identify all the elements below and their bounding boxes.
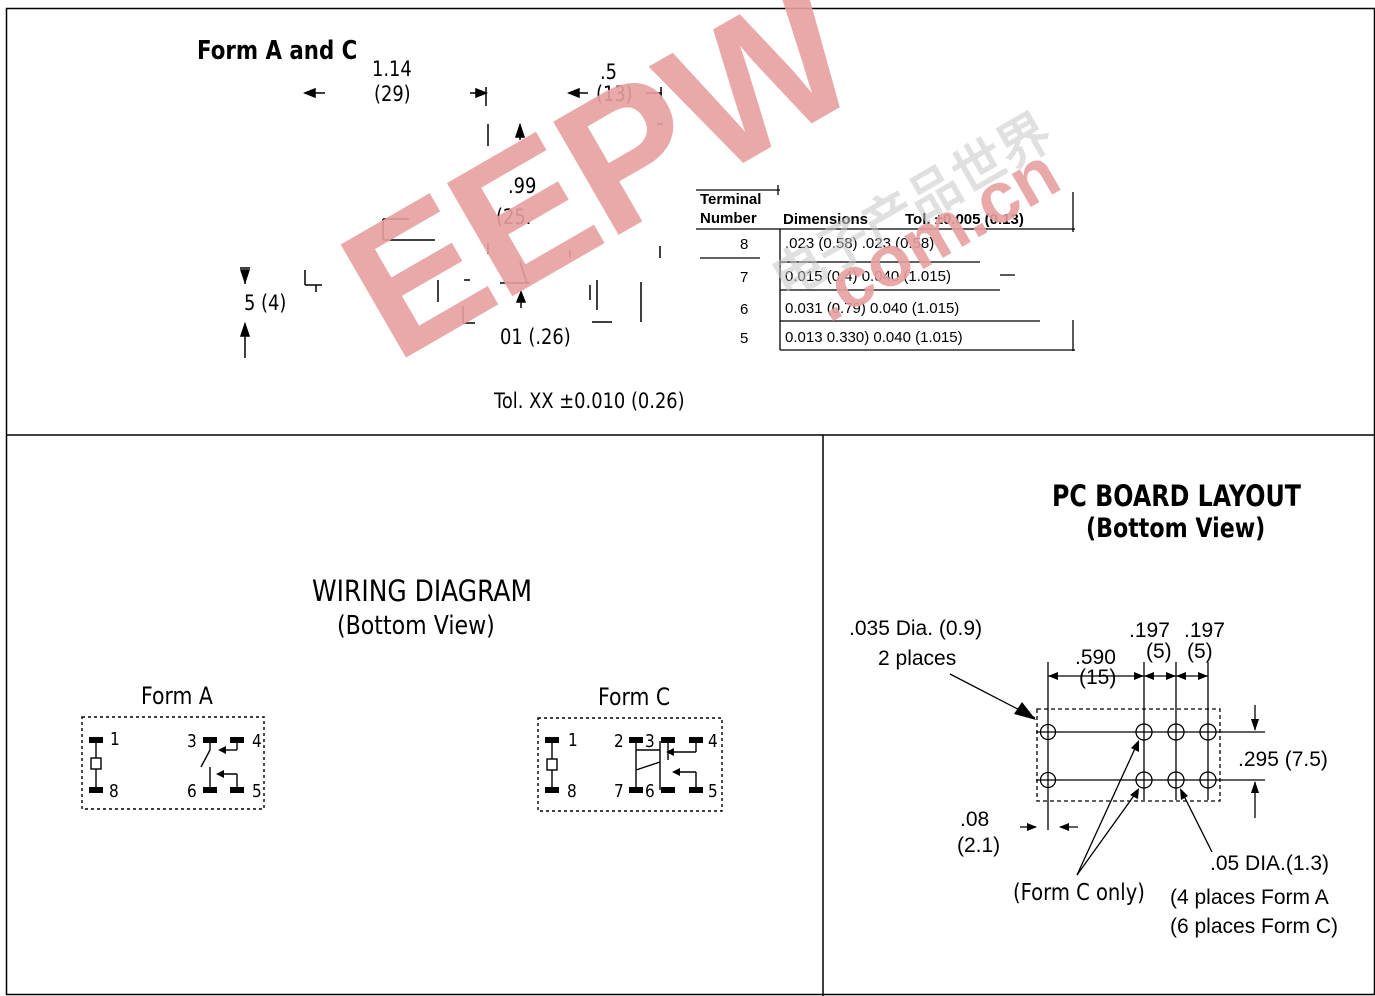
pcb-hole — [1039, 771, 1057, 789]
pcb-subtitle: (Bottom View) — [1086, 513, 1266, 544]
pin-label: 3 — [187, 731, 197, 752]
pin-pad — [629, 787, 643, 793]
pin-label: 4 — [252, 731, 262, 752]
dim-590-mm-label: (15) — [1079, 666, 1117, 689]
dim-length-mm-label: (29) — [374, 82, 411, 106]
dim-pin-label: 5 (4) — [244, 291, 287, 315]
form-a-label: Form A — [141, 682, 213, 710]
pin-pad — [203, 737, 217, 743]
pin-pad — [689, 787, 703, 793]
table-header-number: Number — [700, 210, 757, 227]
dim-08-label: .08 — [960, 808, 990, 831]
pin-pad — [545, 737, 559, 743]
pin-label: 8 — [109, 781, 119, 802]
form-a-and-c-title: Form A and C — [197, 36, 358, 66]
table-row-dims: 0.013 0.330) 0.040 (1.015) — [785, 329, 963, 346]
pin-pad — [661, 737, 675, 743]
large-hole-form-c: (6 places Form C) — [1170, 915, 1339, 938]
dim-length-label: 1.14 — [372, 57, 412, 81]
large-hole-form-a: (4 places Form A — [1170, 886, 1329, 909]
small-hole-qty: 2 places — [878, 647, 957, 670]
pin-pad — [545, 787, 559, 793]
dim-197b-mm-label: (5) — [1187, 640, 1213, 663]
table-row-dims: 0.031 (0.79) 0.040 (1.015) — [785, 300, 960, 317]
pcb-hole — [1135, 723, 1153, 741]
dim-295-label: .295 (7.5) — [1238, 748, 1328, 771]
pin-label: 4 — [708, 731, 718, 752]
table-header-terminal: Terminal — [700, 191, 762, 208]
wiring-title: WIRING DIAGRAM — [312, 574, 533, 608]
pin-pad — [89, 787, 103, 793]
coil-symbol — [90, 757, 102, 770]
table-header-tolerance: Tol. ±0.005 (0.13) — [905, 211, 1024, 228]
pin-pad — [689, 737, 703, 743]
table-row-num: 6 — [740, 301, 749, 318]
relay-footprint-outline — [1036, 708, 1221, 802]
table-header-dimensions: Dimensions — [783, 211, 869, 228]
form-c-label: Form C — [598, 683, 671, 711]
pin-pad — [230, 737, 244, 743]
form-c-only-label: (Form C only) — [1013, 880, 1145, 906]
pin-pad — [203, 787, 217, 793]
form-a-outline — [81, 716, 265, 810]
tolerance-label: Tol. XX ±0.010 (0.26) — [494, 389, 685, 413]
wiring-subtitle: (Bottom View) — [337, 611, 495, 641]
pcb-hole — [1039, 723, 1057, 741]
pcb-hole — [1199, 771, 1217, 789]
pin-label: 2 — [614, 731, 624, 752]
dim-thickness-label: 01 (.26) — [500, 325, 571, 349]
pin-label: 6 — [187, 781, 197, 802]
pin-label: 7 — [614, 781, 624, 802]
pin-label: 8 — [567, 781, 577, 802]
table-row-num: 8 — [740, 236, 749, 253]
pcb-hole — [1135, 771, 1153, 789]
table-row-dims: 0.015 (0.4) 0.040 (1.015) — [785, 268, 951, 285]
dim-height-mm-label: (25. — [496, 205, 532, 229]
pin-pad — [629, 737, 643, 743]
pin-pad — [230, 787, 244, 793]
pcb-title: PC BOARD LAYOUT — [1052, 479, 1301, 513]
dim-590-label: .590 — [1075, 646, 1116, 669]
dim-08-mm-label: (2.1) — [957, 834, 1001, 857]
table-row-num: 5 — [740, 330, 749, 347]
dim-197a-label: .197 — [1129, 619, 1170, 642]
pin-label: 1 — [568, 730, 578, 751]
pin-label: 1 — [110, 729, 120, 750]
pin-pad — [89, 737, 103, 743]
pcb-hole — [1167, 771, 1185, 789]
pin-pad — [661, 787, 675, 793]
pcb-hole — [1199, 723, 1217, 741]
pin-label: 6 — [645, 781, 655, 802]
dim-width-label: .5 — [600, 60, 618, 84]
pin-label: 5 — [708, 781, 718, 802]
pin-label: 3 — [645, 731, 655, 752]
dim-197a-mm-label: (5) — [1146, 640, 1172, 663]
dim-width-mm-label: (13) — [596, 82, 633, 106]
form-c-outline — [537, 717, 723, 812]
dim-height-label: .99 — [508, 174, 537, 198]
coil-symbol — [546, 758, 558, 771]
table-row-dims: .023 (0.58) .023 (0.58) — [785, 235, 935, 252]
table-row-num: 7 — [740, 269, 749, 286]
large-hole-label: .05 DIA.(1.3) — [1210, 852, 1330, 875]
pcb-hole — [1167, 723, 1185, 741]
small-hole-label: .035 Dia. (0.9) — [849, 617, 983, 640]
dim-197b-label: .197 — [1184, 619, 1225, 642]
pin-label: 5 — [252, 781, 262, 802]
